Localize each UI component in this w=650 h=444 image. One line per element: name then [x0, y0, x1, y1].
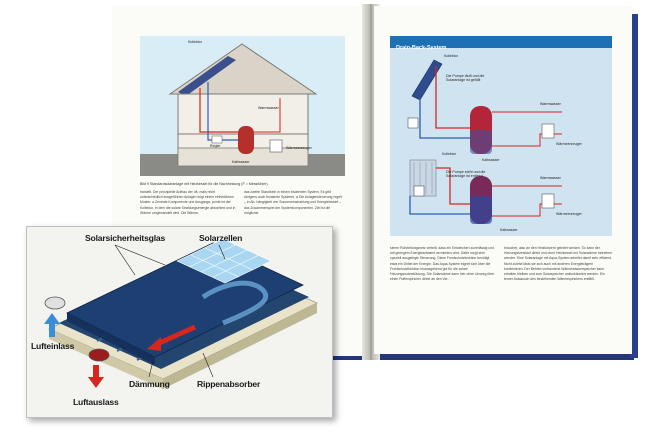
air-collector-inset: Solarsicherheitsglas Solarzellen Luftein…	[26, 226, 333, 418]
air-inlet-port	[44, 296, 66, 310]
controller-box	[211, 135, 223, 144]
left-page-column-1: handelt. Der prinzipielle Aufbau der oft…	[140, 190, 236, 215]
roof-collector	[178, 56, 236, 96]
house-solar-figure: Kollektor Warmwasser Kaltwasser Wärmeerz…	[140, 36, 345, 176]
label-kaltwasser-bottom: Kaltwasser	[500, 228, 518, 232]
collector-front-edge	[67, 313, 155, 365]
airflow-red-arrow	[153, 324, 197, 348]
left-page-column-2: das zweite Standbein in einem bivalenten…	[244, 190, 342, 215]
outlet-arrow-shaft	[93, 365, 99, 379]
bottom-cold-line	[409, 196, 470, 215]
fig-label-kaltwasser: Kaltwasser	[232, 160, 250, 164]
label-warmwasser-top: Warmwasser	[540, 102, 561, 106]
label-solar-cells: Solarzellen	[199, 233, 243, 243]
leader-insulation	[148, 360, 154, 378]
collector-top	[411, 59, 443, 101]
top-cold-line	[419, 98, 470, 139]
label-kaltwasser-top: Kaltwasser	[482, 158, 500, 162]
right-page-column-1: sieren Rohrleitungsnetz verteilt, dass e…	[390, 246, 495, 282]
label-kollektor-bottom: Kollektor	[442, 152, 456, 156]
bottom-boiler	[541, 193, 555, 209]
label-waermeerzeuger-top: Wärmeerzeuger	[556, 142, 582, 146]
bottom-controller	[413, 185, 425, 197]
label-solar-glass: Solarsicherheitsglas	[85, 233, 166, 243]
air-collector-diagram	[44, 238, 318, 389]
top-boiler	[541, 123, 555, 139]
book-cover-right-edge	[630, 14, 638, 358]
label-insulation: Dämmung	[129, 379, 170, 389]
ww-pipe	[254, 98, 281, 133]
label-air-outlet: Luftauslass	[73, 397, 119, 407]
drain-back-title: Drain-Back-System	[396, 45, 447, 51]
open-book: Kollektor Warmwasser Kaltwasser Wärmeerz…	[112, 4, 638, 360]
top-controller	[407, 117, 419, 129]
right-page: Drain-Back-System	[374, 6, 632, 354]
label-kollektor-top: Kollektor	[444, 54, 458, 58]
label-warmwasser-bottom: Warmwasser	[540, 176, 561, 180]
leader-absorber	[202, 352, 214, 378]
fig-label-kollektor: Kollektor	[188, 40, 202, 44]
figure-caption: Bild 9 Standardsolaranlage mit Heizkesse…	[140, 182, 268, 186]
boiler-box	[269, 139, 283, 153]
top-hot-line	[435, 66, 470, 129]
storage-tank	[238, 126, 254, 154]
inlet-arrow-head	[44, 313, 60, 324]
drain-back-box: Drain-Back-System	[390, 36, 612, 236]
inlet-arrow-shaft	[49, 323, 55, 337]
house-solar-diagram	[140, 43, 345, 176]
label-waermeerzeuger-bottom: Wärmeerzeuger	[556, 212, 582, 216]
drain-back-diagram	[407, 59, 562, 224]
fig-label-regler: Regler	[210, 144, 221, 148]
leader-cells	[218, 244, 226, 260]
fig-label-warmwasser: Warmwasser	[258, 106, 279, 110]
bottom-hot-line	[436, 167, 470, 205]
outlet-arrow-head	[88, 377, 104, 388]
insulation-right-side	[163, 303, 317, 389]
bottom-tank-cold	[470, 196, 492, 224]
air-outlet-port	[88, 348, 110, 362]
label-pumpe-steht: Die Pumpe steht und die Solaranlage ist …	[446, 170, 486, 178]
leader-glass	[114, 244, 136, 276]
solar-cells	[176, 238, 272, 284]
right-page-column-2: braucher, also an den Heizkörpern geleit…	[504, 246, 612, 282]
top-tank-cold	[470, 130, 492, 154]
hot-pipe	[199, 88, 238, 133]
drain-back-title-bar: Drain-Back-System	[390, 36, 612, 51]
label-pumpe-laeuft: Die Pumpe läuft und die Solaranlage ist …	[446, 74, 485, 82]
label-rib-absorber: Rippenabsorber	[197, 379, 261, 389]
fig-label-waermeerzeuger: Wärmeerzeuger	[286, 146, 312, 150]
label-air-inlet: Lufteinlass	[31, 341, 75, 351]
cold-pipe	[207, 82, 238, 141]
airflow-curve	[201, 280, 269, 326]
